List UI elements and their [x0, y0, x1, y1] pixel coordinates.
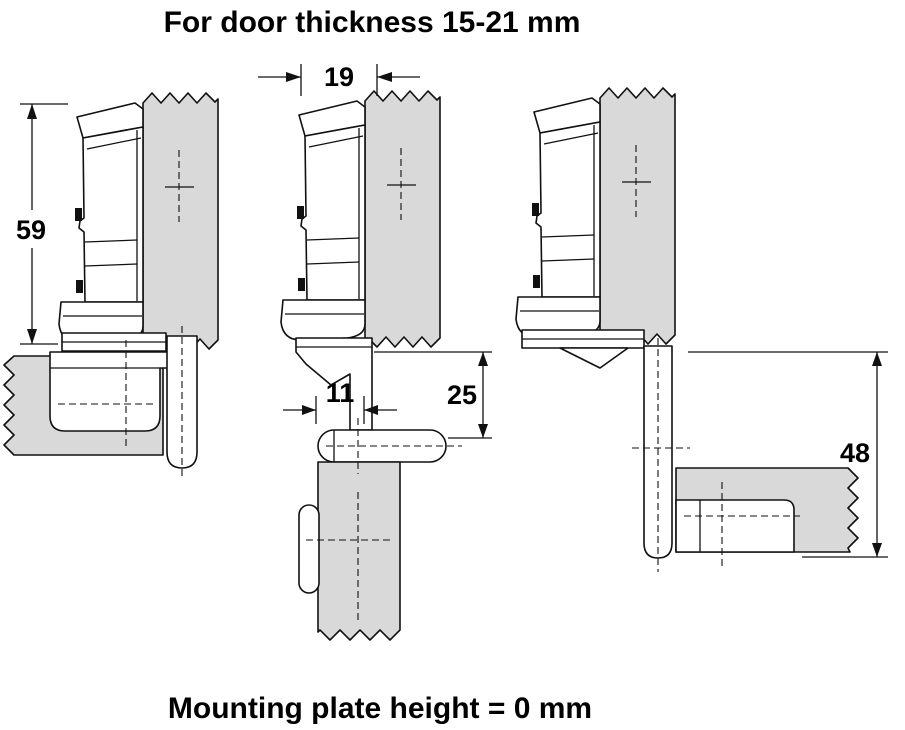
hinge-diagram-right: 48 [515, 87, 888, 572]
hinge-arm-wedge [559, 347, 629, 369]
arrow-left-icon [364, 405, 378, 415]
dimension-25: 25 [374, 351, 492, 439]
hinge-diagram-middle: 19 11 [258, 62, 492, 641]
dimension-19-label: 19 [324, 62, 354, 92]
arrow-down-icon [478, 424, 488, 438]
arrow-down-icon [27, 329, 37, 344]
arrow-left-icon [377, 72, 392, 82]
arrow-up-icon [27, 104, 37, 119]
hinge-knuckle-left [166, 335, 198, 469]
dimension-19: 19 [258, 62, 420, 96]
arrow-down-icon [872, 543, 882, 557]
hinge-diagram-left: 59 [3, 92, 219, 478]
mounting-plate-left [49, 351, 171, 432]
mounting-plate-right [675, 499, 795, 553]
dimension-59: 59 [16, 103, 68, 345]
plate-side-piece [298, 504, 320, 594]
cabinet-panel-middle [317, 461, 401, 641]
drawing-title: For door thickness 15-21 mm [164, 6, 581, 39]
hinge-and-door-unit-middle [280, 90, 441, 348]
hinge-and-door-unit-right [515, 87, 676, 345]
dimension-48: 48 [688, 351, 888, 558]
arrow-right-icon [286, 72, 301, 82]
hinge-arm-middle [295, 337, 373, 431]
dimension-59-label: 59 [16, 215, 46, 245]
hinge-and-door-unit-left [58, 92, 219, 350]
arrow-right-icon [302, 405, 316, 415]
drawing-footer: Mounting plate height = 0 mm [168, 692, 592, 725]
dimension-11-label: 11 [326, 378, 355, 408]
dimension-48-label: 48 [840, 438, 870, 468]
arrow-up-icon [478, 352, 488, 366]
dimension-25-label: 25 [447, 380, 477, 410]
dimension-11: 11 [283, 378, 397, 424]
arrow-up-icon [872, 352, 882, 366]
